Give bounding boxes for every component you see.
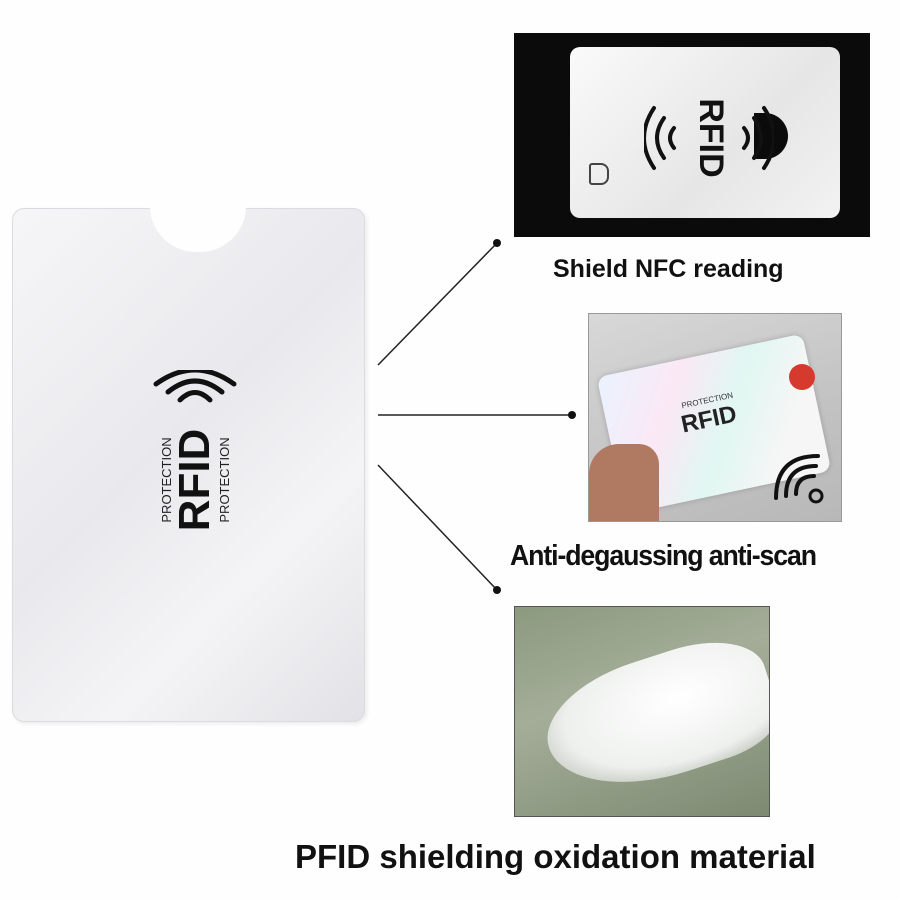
rfid-sleeve xyxy=(12,206,365,722)
protection-text-bottom: PROTECTION xyxy=(217,437,232,522)
feature-image-nfc: RFID xyxy=(514,33,870,237)
lock-icon xyxy=(589,163,609,185)
rfid-logo: RFID PROTECTION PROTECTION xyxy=(153,370,237,532)
feature-image-anti-scan: RFID PROTECTION xyxy=(588,313,842,522)
caption-anti-degaussing: Anti-degaussing anti-scan xyxy=(510,540,817,572)
wireless-signal-icon xyxy=(153,370,237,403)
red-notch xyxy=(789,364,815,390)
feature-image-material xyxy=(514,606,770,817)
silver-sleeve xyxy=(570,47,840,218)
contactless-icon xyxy=(774,454,824,504)
rfid-text: RFID xyxy=(692,98,730,177)
wireless-signal-icon xyxy=(644,106,774,170)
caption-shield-nfc: Shield NFC reading xyxy=(553,255,784,283)
protection-text-top: PROTECTION xyxy=(159,437,174,522)
rfid-text: RFID xyxy=(170,429,219,532)
hand xyxy=(589,444,659,521)
rfid-logo: RFID xyxy=(644,98,774,178)
foil-material xyxy=(532,624,769,810)
caption-oxidation-material: PFID shielding oxidation material xyxy=(295,838,816,875)
